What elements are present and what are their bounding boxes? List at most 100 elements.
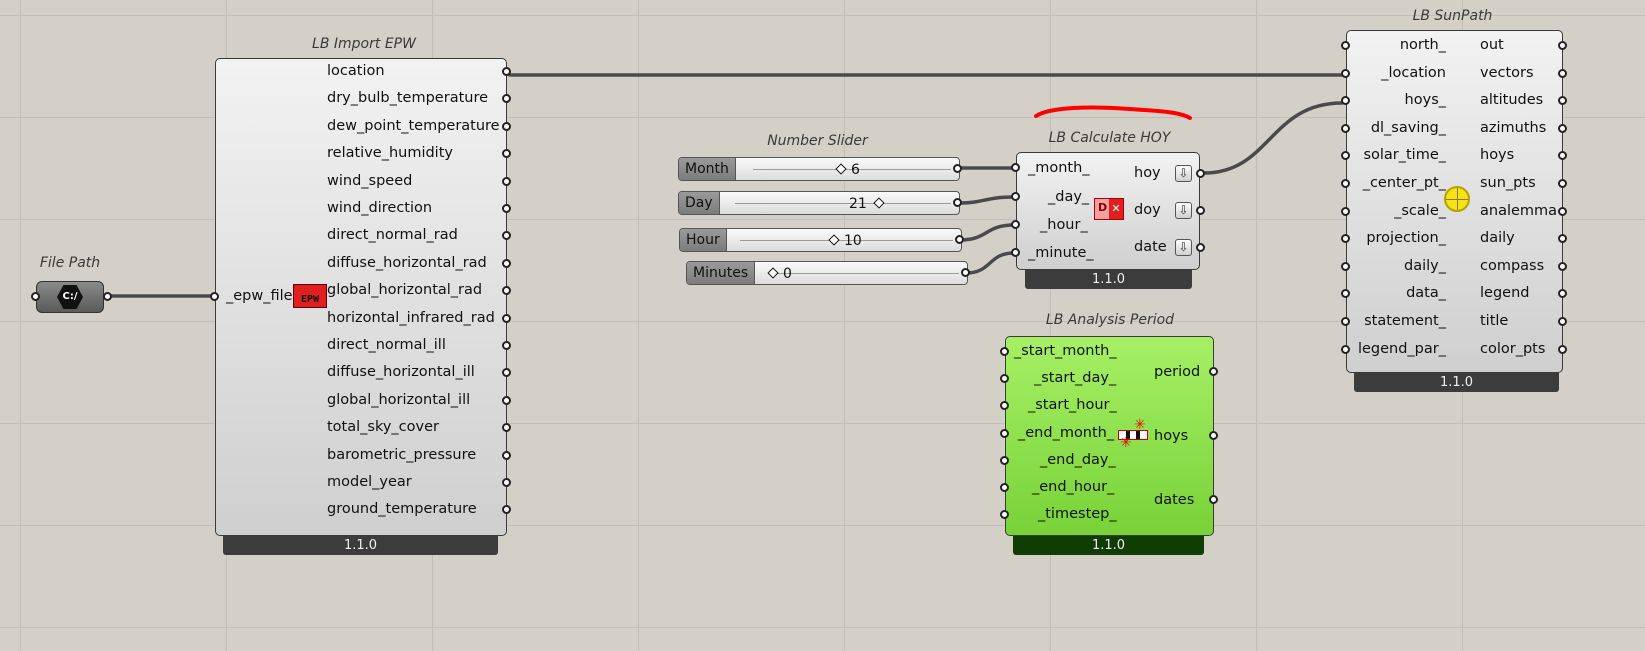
import-epw-output-dew-point-temperature[interactable]: dew_point_temperature: [327, 117, 500, 134]
analysis-period-input-pin-timestep[interactable]: [1000, 510, 1009, 520]
sunpath-input-legend-par[interactable]: legend_par_: [1357, 340, 1446, 357]
sunpath-output-analemma[interactable]: analemma: [1480, 202, 1558, 219]
import-epw-output-wind-speed[interactable]: wind_speed: [327, 172, 413, 189]
import-epw-output-dry-bulb-temperature[interactable]: dry_bulb_temperature: [327, 90, 489, 107]
import-epw-output-pin-ground-temperature[interactable]: [502, 505, 511, 515]
import-epw-output-pin-dry-bulb-temperature[interactable]: [502, 94, 511, 104]
sunpath-input-statement[interactable]: statement_: [1364, 313, 1446, 329]
sunpath-input-pin-hoys[interactable]: [1341, 96, 1350, 106]
import-epw-body[interactable]: [215, 58, 507, 536]
sunpath-input-north[interactable]: north_: [1399, 37, 1446, 53]
sunpath-input-location[interactable]: _location: [1381, 64, 1446, 81]
import-epw-output-global-horizontal-rad[interactable]: global_horizontal_rad: [327, 282, 483, 299]
day-slider-output-pin[interactable]: [953, 198, 962, 207]
sunpath-input-pin-dl-saving[interactable]: [1341, 123, 1350, 133]
day-slider[interactable]: Day 21: [678, 191, 962, 215]
day-slider-track[interactable]: [735, 203, 951, 204]
analysis-period-output-dates[interactable]: dates: [1154, 492, 1195, 508]
analysis-period-input-pin-start-month[interactable]: [1000, 347, 1009, 356]
analysis-period-input-pin-end-day[interactable]: [1000, 455, 1009, 465]
hour-slider[interactable]: Hour 10: [679, 228, 964, 252]
sunpath-input-daily[interactable]: daily_: [1404, 257, 1446, 274]
sunpath-output-pin-daily[interactable]: [1558, 234, 1567, 244]
import-epw-output-global-horizontal-ill[interactable]: global_horizontal_ill: [327, 391, 471, 408]
analysis-period-input-start-month[interactable]: _start_month_: [1014, 343, 1117, 359]
sunpath-output-compass[interactable]: compass: [1480, 257, 1545, 274]
analysis-period-output-hoys[interactable]: hoys: [1154, 428, 1189, 444]
import-epw-output-pin-horizontal-infrared-rad[interactable]: [502, 313, 511, 323]
calculate-hoy-input-day[interactable]: _day_: [1048, 189, 1090, 205]
import-epw-output-pin-location[interactable]: [502, 67, 511, 76]
minutes-slider[interactable]: Minutes 0: [686, 261, 970, 285]
sunpath-input-pin-data[interactable]: [1341, 289, 1350, 299]
analysis-period-input-end-day[interactable]: _end_day_: [1040, 451, 1116, 468]
minutes-slider-output-pin[interactable]: [961, 268, 970, 277]
import-epw-output-pin-diffuse-horizontal-rad[interactable]: [502, 258, 511, 268]
import-epw-output-pin-total-sky-cover[interactable]: [502, 423, 511, 433]
sunpath-output-out[interactable]: out: [1480, 37, 1504, 53]
sunpath-output-pin-vectors[interactable]: [1558, 68, 1567, 78]
doy-download-arrow-icon[interactable]: ⇩: [1175, 202, 1192, 219]
lb-calculate-hoy-component[interactable]: LB Calculate HOY _month_ _day_ _hour_ _m…: [1011, 128, 1212, 293]
import-epw-output-wind-direction[interactable]: wind_direction: [327, 200, 433, 216]
import-epw-output-ground-temperature[interactable]: ground_temperature: [327, 501, 477, 518]
import-epw-output-pin-wind-direction[interactable]: [502, 204, 511, 213]
month-slider-value[interactable]: 6: [835, 159, 860, 181]
sunpath-output-pin-compass[interactable]: [1558, 261, 1567, 271]
analysis-period-output-pin-period[interactable]: [1209, 367, 1218, 376]
sunpath-output-azimuths[interactable]: azimuths: [1480, 119, 1547, 136]
sunpath-output-pin-sun-pts[interactable]: [1558, 179, 1567, 188]
calculate-hoy-output-hoy[interactable]: hoy: [1134, 165, 1161, 181]
analysis-period-input-timestep[interactable]: _timestep_: [1038, 506, 1117, 523]
sunpath-output-title[interactable]: title: [1480, 313, 1509, 329]
file-path-button[interactable]: C:/: [36, 281, 104, 313]
import-epw-output-pin-direct-normal-ill[interactable]: [502, 341, 511, 350]
hour-slider-handle[interactable]: [828, 234, 840, 246]
sunpath-input-pin-projection[interactable]: [1341, 234, 1350, 244]
sunpath-output-pin-title[interactable]: [1558, 317, 1567, 326]
hour-slider-track[interactable]: [740, 240, 953, 241]
sunpath-output-color-pts[interactable]: color_pts: [1480, 340, 1546, 357]
sunpath-output-sun-pts[interactable]: sun_pts: [1480, 175, 1536, 191]
analysis-period-body[interactable]: [1005, 336, 1214, 536]
calculate-hoy-output-pin-date[interactable]: [1196, 243, 1205, 252]
sunpath-input-center-pt[interactable]: _center_pt_: [1362, 175, 1446, 191]
import-epw-output-pin-relative-humidity[interactable]: [502, 149, 511, 159]
import-epw-output-pin-direct-normal-rad[interactable]: [502, 231, 511, 241]
minutes-slider-handle[interactable]: [767, 267, 779, 279]
import-epw-output-diffuse-horizontal-ill[interactable]: diffuse_horizontal_ill: [327, 364, 475, 381]
import-epw-output-model-year[interactable]: model_year: [327, 474, 412, 490]
calculate-hoy-input-hour[interactable]: _hour_: [1040, 217, 1088, 233]
analysis-period-output-pin-hoys[interactable]: [1209, 431, 1218, 440]
minutes-slider-value[interactable]: 0: [767, 263, 792, 285]
import-epw-output-pin-barometric-pressure[interactable]: [502, 450, 511, 460]
sunpath-output-legend[interactable]: legend: [1480, 285, 1530, 302]
analysis-period-input-pin-start-day[interactable]: [1000, 374, 1009, 384]
import-epw-output-pin-model-year[interactable]: [502, 478, 511, 487]
import-epw-output-pin-dew-point-temperature[interactable]: [502, 121, 511, 131]
date-download-arrow-icon[interactable]: ⇩: [1175, 239, 1192, 256]
sunpath-input-projection[interactable]: projection_: [1366, 230, 1446, 247]
import-epw-output-pin-global-horizontal-rad[interactable]: [502, 286, 511, 296]
calculate-hoy-input-pin-minute[interactable]: [1011, 248, 1020, 257]
month-slider-track[interactable]: [753, 169, 951, 170]
import-epw-input-pin[interactable]: [210, 292, 219, 301]
month-slider[interactable]: Month 6: [678, 157, 962, 181]
import-epw-output-diffuse-horizontal-rad[interactable]: diffuse_horizontal_rad: [327, 254, 487, 271]
calculate-hoy-output-doy[interactable]: doy: [1134, 202, 1161, 218]
analysis-period-input-pin-start-hour[interactable]: [1000, 401, 1009, 411]
sunpath-input-pin-center-pt[interactable]: [1341, 179, 1350, 188]
minutes-slider-track[interactable]: [771, 273, 959, 274]
file-path-input-pin[interactable]: [31, 292, 40, 301]
import-epw-output-horizontal-infrared-rad[interactable]: horizontal_infrared_rad: [327, 309, 495, 326]
file-path-component[interactable]: File Path C:/: [30, 255, 112, 315]
sunpath-output-pin-azimuths[interactable]: [1558, 123, 1567, 133]
sunpath-input-pin-legend-par[interactable]: [1341, 344, 1350, 354]
hour-slider-output-pin[interactable]: [955, 235, 964, 244]
day-slider-value[interactable]: 21: [849, 193, 889, 215]
sunpath-input-data[interactable]: data_: [1406, 285, 1446, 302]
lb-import-epw-component[interactable]: LB Import EPW _epw_file EPW 1.1.0 locati…: [210, 34, 514, 559]
import-epw-output-relative-humidity[interactable]: relative_humidity: [327, 145, 453, 162]
sunpath-input-pin-solar-time[interactable]: [1341, 151, 1350, 161]
sunpath-input-pin-location[interactable]: [1341, 68, 1350, 78]
